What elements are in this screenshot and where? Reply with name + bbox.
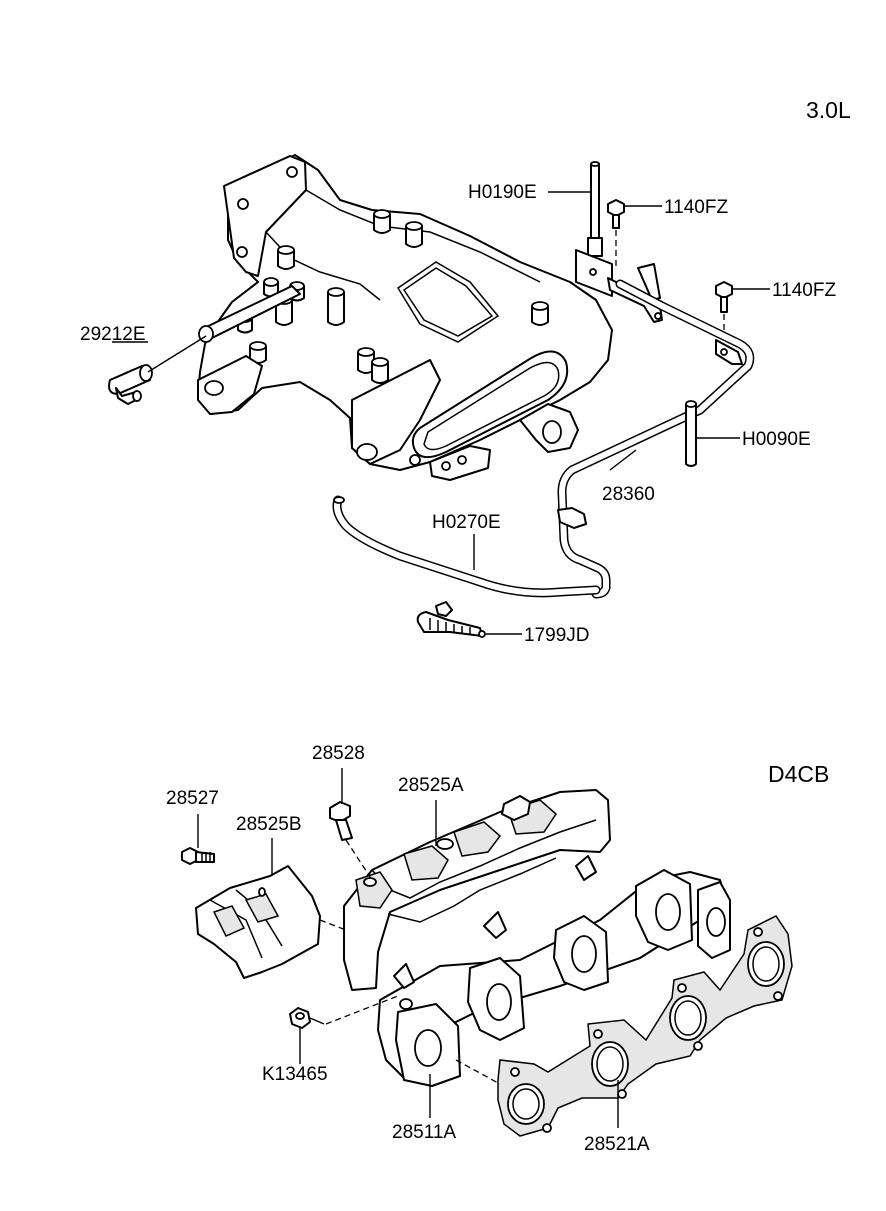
- label-h0090e: H0090E: [742, 429, 811, 450]
- label-28528: 28528: [312, 743, 365, 764]
- heat-shield-28525b: [195, 865, 347, 979]
- label-28525a: 28525A: [398, 775, 464, 796]
- label-28527: 28527: [166, 788, 219, 809]
- pipe-28360: [557, 279, 755, 599]
- bolt-28528: [329, 801, 373, 881]
- label-1140fz-a: 1140FZ: [664, 197, 728, 218]
- bolt-28527: [181, 847, 215, 865]
- hose-h0270e: [332, 495, 601, 598]
- engine-label-bottom: D4CB: [768, 761, 829, 787]
- label-h0190e: H0190E: [468, 182, 537, 203]
- label-29212e: 29212E: [80, 324, 146, 345]
- label-28511a: 28511A: [392, 1122, 456, 1143]
- label-1799jd: 1799JD: [524, 625, 590, 646]
- gasket-28521a: [497, 915, 793, 1137]
- bolt-1140fz-a: [607, 199, 625, 268]
- label-1140fz-b: 1140FZ: [772, 280, 836, 301]
- label-28360: 28360: [602, 484, 655, 505]
- label-k13465: K13465: [262, 1064, 328, 1085]
- strap-1799jd: [416, 601, 486, 638]
- fitting-29212e: [108, 335, 207, 405]
- label-h0270e: H0270E: [432, 512, 501, 533]
- label-28525b: 28525B: [236, 814, 302, 835]
- heat-shield-28525a: [343, 789, 611, 991]
- leader-28360: [609, 449, 637, 471]
- nut-k13465: [289, 995, 399, 1029]
- dash-28511a-gasket: [455, 1059, 501, 1085]
- bolt-1140fz-b: [715, 281, 733, 346]
- label-28521a: 28521A: [584, 1134, 650, 1155]
- hose-h0090e: [685, 400, 697, 467]
- engine-label-top: 3.0L: [806, 97, 851, 123]
- intake-manifold: [197, 154, 613, 481]
- exhaust-manifold-28511a: [377, 855, 731, 1087]
